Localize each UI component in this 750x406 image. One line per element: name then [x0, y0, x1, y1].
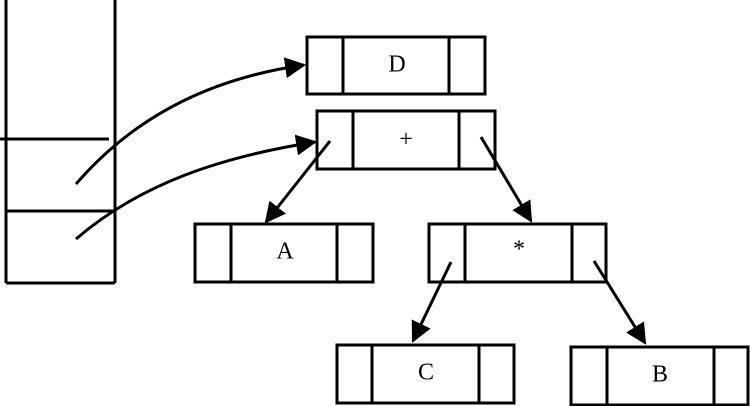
node-star: *: [427, 222, 608, 284]
node-a: A: [193, 222, 375, 284]
node-a-label: A: [276, 239, 294, 265]
arrow-plus-to-a: [264, 140, 332, 224]
node-star-label: *: [513, 237, 525, 263]
arrow-star-to-b: [592, 260, 647, 345]
node-plus: +: [315, 109, 497, 171]
arrow-plus-to-star: [479, 136, 533, 223]
node-c: C: [335, 343, 516, 405]
node-b-label: B: [652, 362, 668, 388]
arrow-star-to-c: [411, 261, 453, 343]
stack-box: [0, 0, 117, 285]
node-plus-label: +: [399, 127, 413, 153]
node-d-label: D: [388, 52, 405, 78]
node-c-label: C: [418, 360, 434, 386]
node-b: B: [569, 345, 750, 406]
arrow-stack-to-plus: [75, 134, 318, 241]
arrow-stack-to-d: [74, 57, 307, 185]
node-d: D: [305, 35, 487, 96]
